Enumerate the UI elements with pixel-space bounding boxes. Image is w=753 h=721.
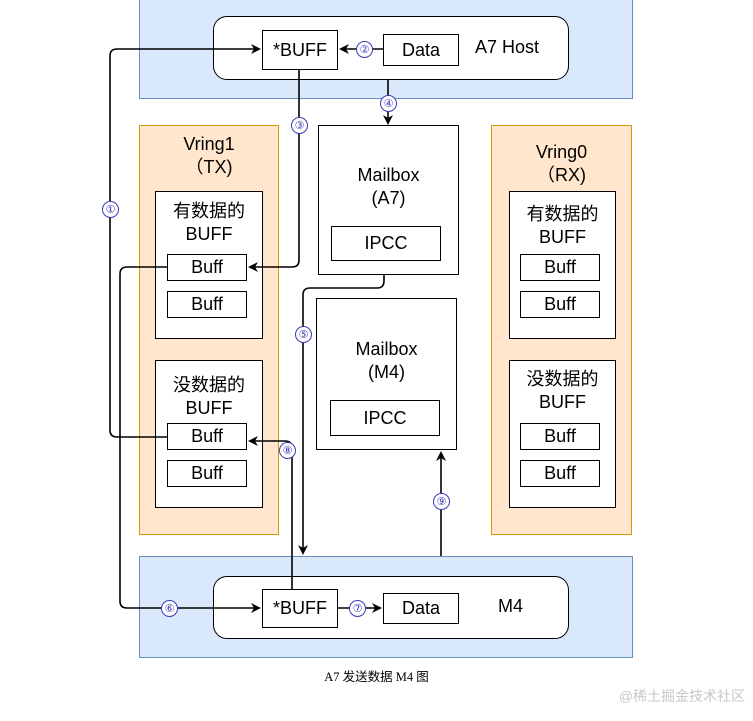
watermark: @稀土掘金技术社区 <box>618 688 745 704</box>
step-marker-2: ② <box>356 41 373 58</box>
step-marker-3: ③ <box>291 117 308 134</box>
vring0-title: Vring0 （RX) <box>535 142 588 185</box>
m4-label: M4 <box>498 596 524 616</box>
a7-host-label: A7 Host <box>475 37 540 57</box>
vring0-empty-buff-1: Buff <box>520 423 600 450</box>
a7-data-box: Data <box>383 34 459 66</box>
mailbox-m4-ipcc: IPCC <box>330 400 440 436</box>
step-marker-8: ⑧ <box>279 442 296 459</box>
vring1-empty-group-label: 没数据的 BUFF <box>173 375 245 418</box>
arrow-step-5 <box>298 275 385 555</box>
figure-caption: A7 发送数据 M4 图 <box>324 670 429 684</box>
vring1-empty-buff-1: Buff <box>167 423 247 450</box>
a7-buff-box: *BUFF <box>262 30 338 70</box>
arrow-step-1 <box>109 44 261 438</box>
vring0-full-group-label: 有数据的 BUFF <box>526 204 599 247</box>
vring1-empty-buff-2: Buff <box>167 460 247 487</box>
step-marker-4: ④ <box>380 95 397 112</box>
vring0-empty-buff-2: Buff <box>520 460 600 487</box>
vring1-full-buff-2: Buff <box>167 291 247 318</box>
arrow-step-6 <box>119 266 261 613</box>
vring1-title: Vring1 （TX) <box>183 134 235 177</box>
arrow-step-3 <box>248 70 300 272</box>
m4-buff-box: *BUFF <box>262 589 338 628</box>
vring0-full-buff-2: Buff <box>520 291 600 318</box>
mailbox-m4-title: Mailbox (M4) <box>355 339 418 382</box>
vring0-empty-group-label: 没数据的 BUFF <box>526 369 599 412</box>
m4-data-box: Data <box>383 593 459 624</box>
step-marker-7: ⑦ <box>349 600 366 617</box>
mailbox-a7-title: Mailbox (A7) <box>357 165 420 208</box>
mailbox-a7-ipcc: IPCC <box>331 226 441 261</box>
step-marker-6: ⑥ <box>161 600 178 617</box>
arrow-step-8 <box>248 436 293 589</box>
vring1-full-buff-1: Buff <box>167 254 247 281</box>
step-marker-1: ① <box>102 201 119 218</box>
step-marker-5: ⑤ <box>295 326 312 343</box>
vring1-full-group-label: 有数据的 BUFF <box>173 201 245 244</box>
vring0-full-buff-1: Buff <box>520 254 600 281</box>
step-marker-9: ⑨ <box>433 493 450 510</box>
